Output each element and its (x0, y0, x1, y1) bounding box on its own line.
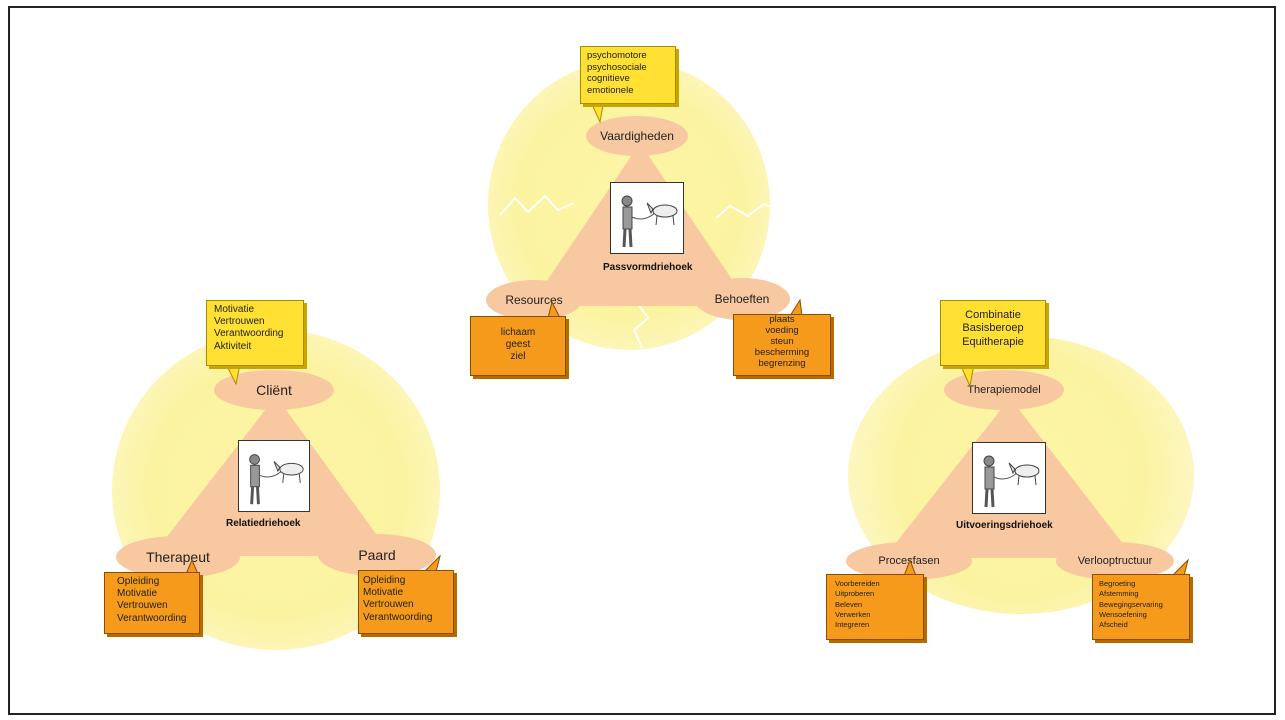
relatie-right-label: Paard (358, 547, 396, 563)
relatie-top-label: Cliënt (256, 382, 292, 398)
note-line: begrenzing (758, 357, 806, 369)
note-line: Verantwoording (363, 611, 433, 623)
note-line: Voorbereiden (835, 579, 880, 588)
uitvoering-top-label: Therapiemodel (967, 384, 1041, 396)
relatie-horse-person-picture (238, 440, 310, 512)
uitvoering-horse-person-picture (972, 442, 1046, 514)
note-line: Verwerken (835, 610, 871, 620)
note-line: Afscheid (1099, 620, 1128, 630)
note-line: Aktiviteit (214, 340, 252, 352)
note-line: Equitherapie (962, 335, 1024, 348)
uitvoering-left-note: Voorbereiden Uitproberen Beleven Verwerk… (826, 574, 924, 640)
note-line: Verantwoording (214, 328, 284, 340)
relatie-title: Relatiedriehoek (226, 518, 301, 529)
passvorm-horse-person-picture (610, 182, 684, 254)
note-line: steun (770, 335, 794, 347)
passvorm-right-note: plaats voeding steun bescherming begrenz… (733, 314, 831, 376)
relatie-left-ellipse: Therapeut (116, 536, 240, 578)
note-line: Bewegingservaring (1099, 599, 1163, 609)
uitvoering-right-label: Verlooptructuur (1077, 555, 1153, 567)
relatie-top-note: Motivatie Vertrouwen Verantwoording Akti… (206, 300, 304, 366)
note-line: Uitproberen (835, 589, 875, 599)
note-line: Basisberoep (962, 322, 1024, 335)
note-line: Vertrouwen (363, 599, 414, 611)
passvorm-top-note: psychomotore psychosociale cognitieve em… (580, 46, 676, 104)
passvorm-left-ellipse: Resources (486, 280, 582, 320)
relatie-left-note: Opleiding Motivatie Vertrouwen Verantwoo… (104, 572, 200, 634)
note-line: Motivatie (214, 304, 255, 315)
note-line: Combinatie (965, 309, 1021, 321)
note-line: Verantwoording (117, 612, 187, 624)
note-line: Motivatie (117, 588, 158, 600)
passvorm-top-ellipse: Vaardigheden (586, 116, 688, 156)
note-line: Afstemming (1099, 589, 1139, 599)
passvorm-right-ellipse: Behoeften (694, 278, 790, 320)
uitvoering-title: Uitvoeringsdriehoek (956, 520, 1053, 531)
note-line: Integreren (835, 620, 870, 630)
note-line: bescherming (754, 346, 810, 358)
passvorm-right-label: Behoeften (714, 292, 770, 306)
note-line: psychosociale (587, 61, 647, 73)
note-line: Beleven (835, 599, 863, 609)
uitvoering-left-label: Procesfasen (878, 555, 940, 567)
relatie-right-ellipse: Paard (318, 534, 436, 576)
uitvoering-top-ellipse: Therapiemodel (944, 370, 1064, 410)
passvorm-top-label: Vaardigheden (600, 129, 674, 143)
note-line: Opleiding (363, 575, 406, 586)
relatie-right-note: Opleiding Motivatie Vertrouwen Verantwoo… (358, 570, 454, 634)
note-line: Motivatie (363, 587, 404, 599)
note-line: cognitieve (587, 73, 630, 85)
passvorm-left-note: lichaam geest ziel (470, 316, 566, 376)
uitvoering-right-note: Begroeting Afstemming Bewegingservaring … (1092, 574, 1190, 640)
uitvoering-right-ellipse: Verlooptructuur (1056, 542, 1174, 580)
note-line: Vertrouwen (117, 600, 168, 612)
note-line: Vertrouwen (214, 316, 265, 328)
note-line: plaats (769, 314, 795, 325)
note-line: psychomotore (587, 50, 647, 61)
note-line: Opleiding (117, 576, 160, 587)
note-line: voeding (765, 324, 799, 336)
note-line: lichaam (500, 327, 536, 338)
note-line: geest (505, 339, 531, 351)
relatie-left-label: Therapeut (146, 549, 210, 565)
note-line: emotionele (587, 84, 634, 96)
note-line: ziel (510, 351, 526, 363)
passvorm-title: Passvormdriehoek (603, 262, 693, 273)
note-line: Begroeting (1099, 579, 1136, 588)
uitvoering-top-note: Combinatie Basisberoep Equitherapie (940, 300, 1046, 366)
note-line: Wensoefening (1099, 610, 1147, 620)
passvorm-left-label: Resources (505, 293, 563, 307)
